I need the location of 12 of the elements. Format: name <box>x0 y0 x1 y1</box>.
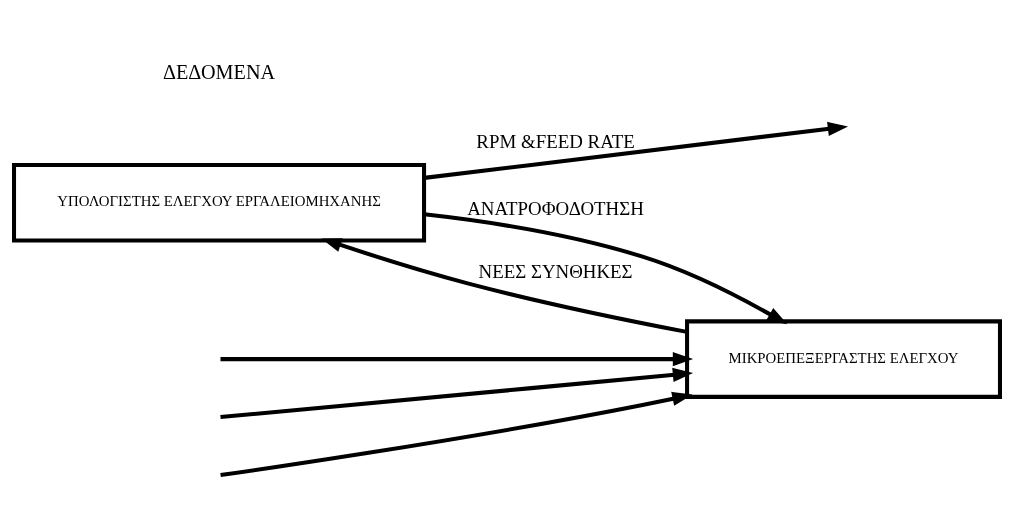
arrow <box>321 237 688 334</box>
node-box: ΜΙΚΡΟΕΠΕΞΕΡΓΑΣΤΗΣ ΕΛΕΓΧΟΥ <box>685 318 1002 399</box>
edge-label: ΑΝΑΤΡΟΦΟΔΟΤΗΣΗ <box>467 197 644 219</box>
arrow <box>424 121 849 180</box>
edge-label: RPM &FEED RATE <box>476 130 635 152</box>
label: ΔΕΔΟΜΕΝΑ <box>162 60 276 83</box>
arrow <box>220 351 694 366</box>
node-box: ΥΠΟΛΟΓΙΣΤΗΣ ΕΛΕΓΧΟΥ ΕΡΓΑΛΕΙΟΜΗΧΑΝΗΣ <box>12 162 427 242</box>
arrow <box>220 391 693 477</box>
edge-label: ΝΕΕΣ ΣΥΝΘΗΚΕΣ <box>478 260 633 282</box>
arrow <box>423 211 788 324</box>
arrow <box>220 367 694 419</box>
